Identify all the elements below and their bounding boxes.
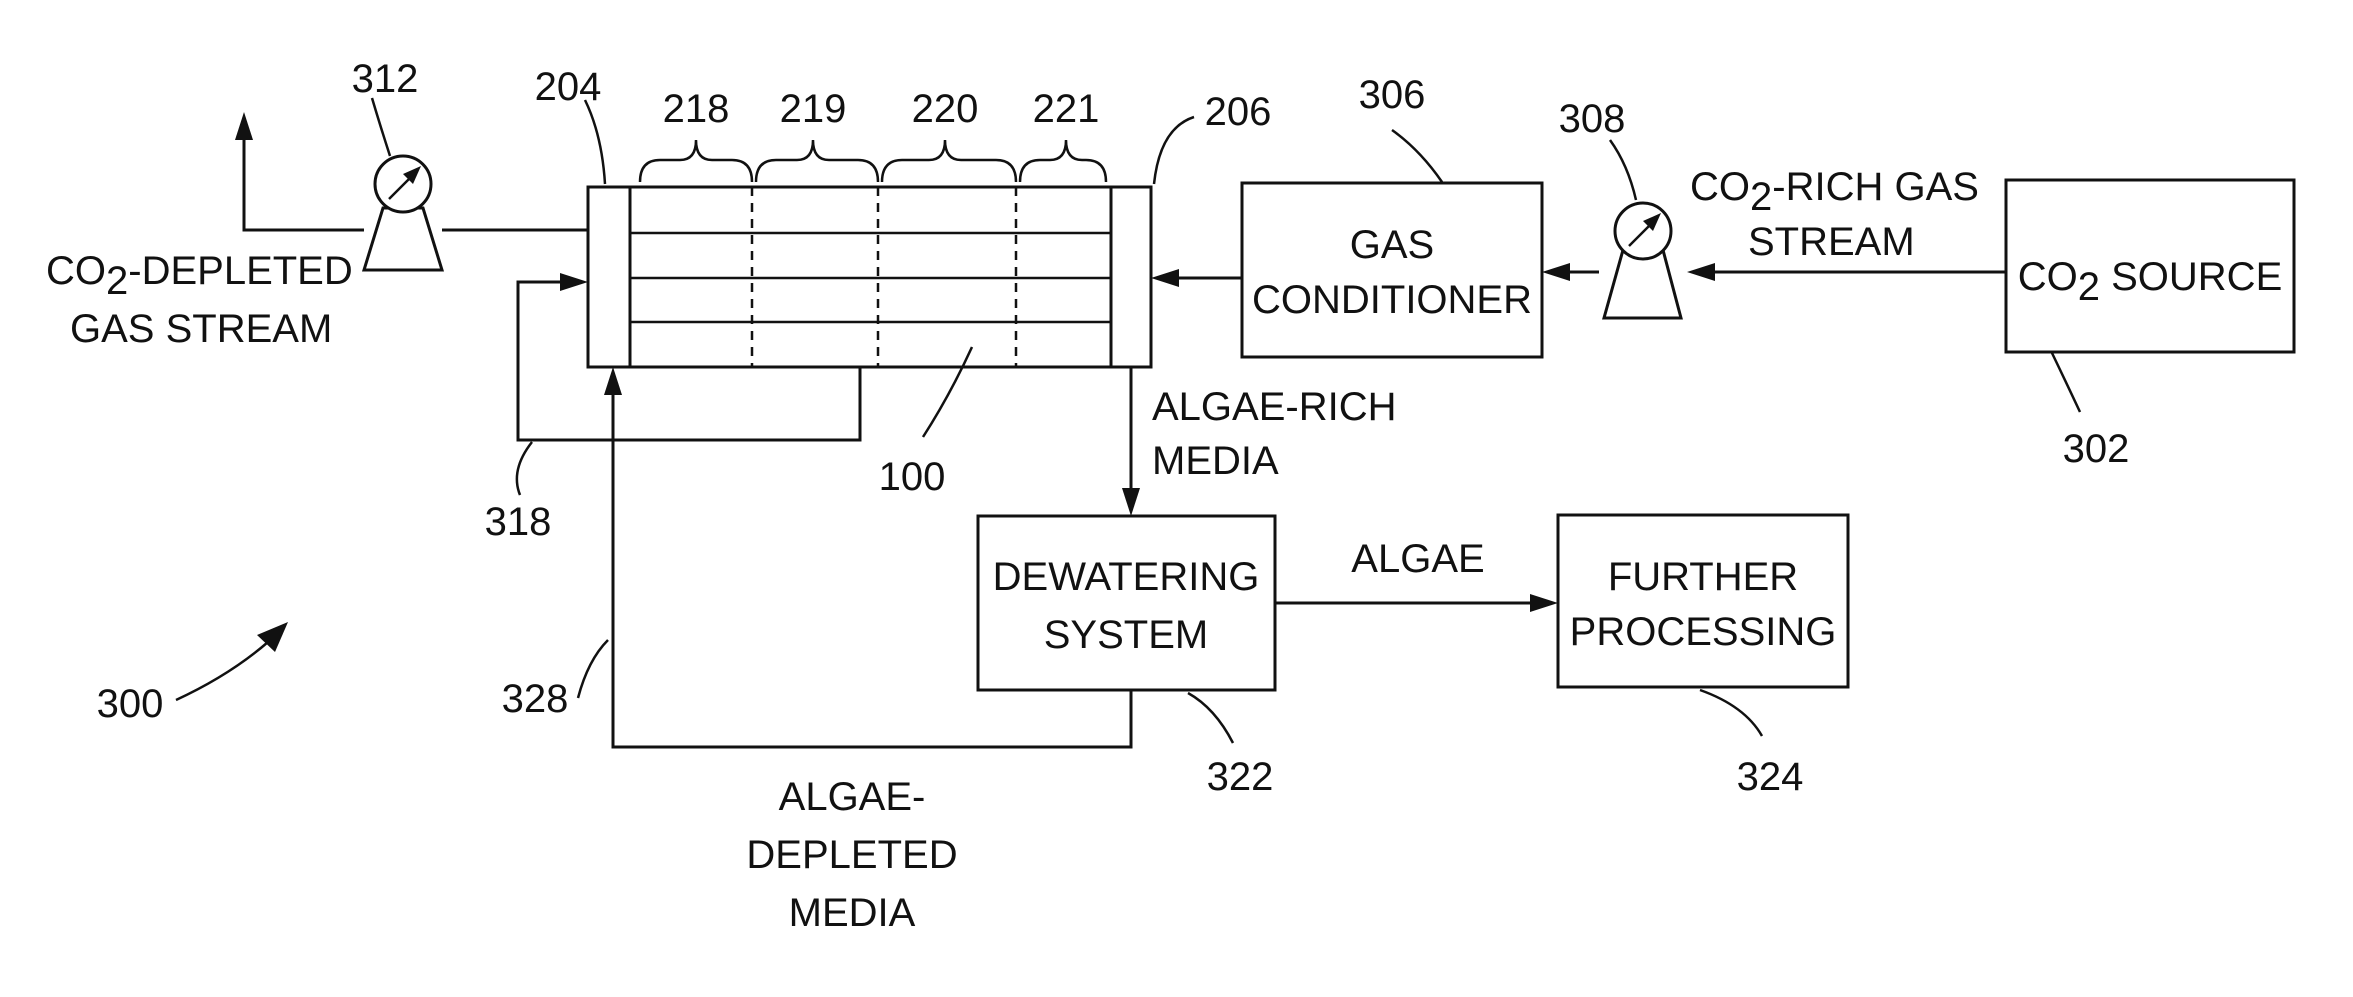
gas-meter-312-icon [364, 156, 442, 270]
section-braces [640, 140, 1106, 182]
brace-220 [882, 140, 1016, 182]
leader-100 [923, 347, 972, 437]
leader-308 [1610, 140, 1636, 200]
leader-312 [372, 98, 390, 156]
algae-rich-label-1: ALGAE-RICH [1152, 385, 1397, 429]
co2-rich-stream-label: STREAM [1748, 220, 1915, 264]
gas-conditioner-label-1: GAS [1350, 223, 1434, 267]
leader-204 [585, 100, 605, 184]
ref-322: 322 [1207, 755, 1274, 799]
ref-206: 206 [1205, 90, 1272, 134]
algae-depleted-label-2: DEPLETED [746, 833, 957, 877]
further-processing-box [1558, 515, 1848, 687]
leader-324 [1700, 690, 1762, 736]
leader-300 [176, 642, 268, 700]
leader-322 [1188, 693, 1233, 743]
ref-306: 306 [1359, 73, 1426, 117]
algae-flow-label: ALGAE [1351, 537, 1484, 581]
ref-204: 204 [535, 65, 602, 109]
ref-300: 300 [97, 682, 164, 726]
algae-depleted-label-1: ALGAE- [779, 775, 926, 819]
ref-100: 100 [879, 455, 946, 499]
ref-219: 219 [780, 87, 847, 131]
dewatering-label-1: DEWATERING [993, 555, 1260, 599]
ref-218: 218 [663, 87, 730, 131]
further-processing-label-2: PROCESSING [1570, 610, 1837, 654]
gas-conditioner-label-2: CONDITIONER [1252, 278, 1532, 322]
gas-meter-308-icon [1604, 203, 1681, 318]
algae-rich-label-2: MEDIA [1152, 439, 1279, 483]
co2-rich-label: CO2-RICH GAS [1690, 165, 1979, 219]
exhaust-line [244, 140, 364, 230]
algae-depleted-label-3: MEDIA [789, 891, 916, 935]
ref-302: 302 [2063, 427, 2130, 471]
recirculation-loop-318 [518, 273, 860, 440]
gas-stream-label: GAS STREAM [70, 307, 332, 351]
gas-conditioner-box [1242, 183, 1542, 357]
brace-221 [1020, 140, 1106, 182]
ref-308: 308 [1559, 97, 1626, 141]
ref-324: 324 [1737, 755, 1804, 799]
further-processing-label-1: FURTHER [1608, 555, 1798, 599]
exhaust-arrowhead [235, 112, 253, 140]
brace-218 [640, 140, 752, 182]
co2-depleted-label: CO2-DEPLETED [46, 249, 353, 303]
outlet-manifold-206 [1111, 187, 1151, 367]
leader-306 [1392, 130, 1442, 182]
ref-328: 328 [502, 677, 569, 721]
leader-302 [2052, 353, 2080, 412]
dewatering-label-2: SYSTEM [1044, 613, 1208, 657]
brace-219 [756, 140, 878, 182]
photobioreactor [588, 187, 1151, 367]
ref-318: 318 [485, 500, 552, 544]
leader-318 [517, 442, 532, 495]
dewatering-system-box [978, 516, 1275, 690]
inlet-manifold-204 [588, 187, 630, 367]
recirc-arrowhead [560, 273, 588, 291]
leader-328 [578, 640, 608, 698]
ref-220: 220 [912, 87, 979, 131]
leader-206 [1154, 117, 1194, 184]
ref-221: 221 [1033, 87, 1100, 131]
ref-312: 312 [352, 57, 419, 101]
